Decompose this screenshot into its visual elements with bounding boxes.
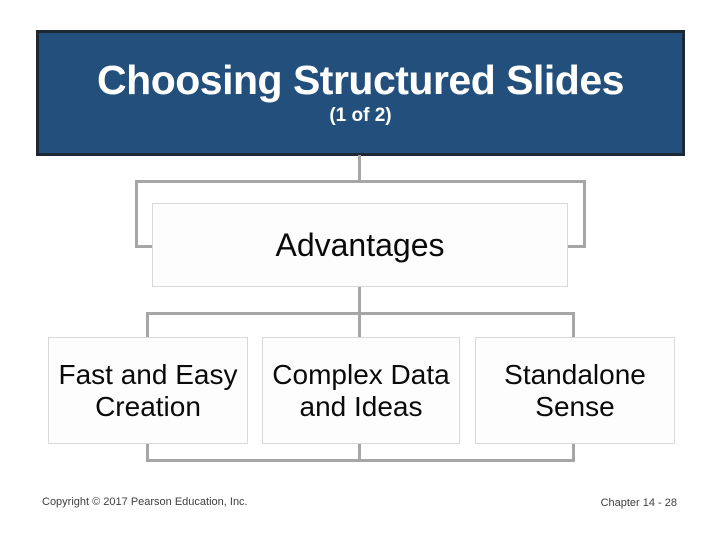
connector-bottom-rail bbox=[146, 459, 575, 462]
footer-chapter-page: Chapter 14 - 28 bbox=[600, 497, 677, 509]
slide-title-banner: Choosing Structured Slides (1 of 2) bbox=[36, 30, 685, 156]
diagram-node-label: Advantages bbox=[275, 226, 445, 263]
connector-bottom-child3-drop bbox=[572, 444, 575, 462]
connector-bottom-child2-drop bbox=[358, 444, 361, 462]
connector-root-drop bbox=[358, 287, 361, 315]
connector-top-bracket-left-vertical bbox=[135, 180, 138, 248]
slide-subtitle: (1 of 2) bbox=[329, 105, 392, 127]
connector-top-bracket-left-stub bbox=[135, 245, 153, 248]
diagram-node-complex-data-ideas[interactable]: Complex Data and Ideas bbox=[262, 337, 460, 444]
connector-child3-drop bbox=[572, 312, 575, 337]
connector-child2-drop bbox=[358, 312, 361, 337]
connector-banner-drop bbox=[358, 155, 361, 183]
connector-child1-drop bbox=[146, 312, 149, 337]
footer-copyright: Copyright © 2017 Pearson Education, Inc. bbox=[42, 496, 248, 508]
diagram-node-standalone-sense[interactable]: Standalone Sense bbox=[475, 337, 675, 444]
slide-title: Choosing Structured Slides bbox=[97, 56, 624, 103]
diagram-node-label: Complex Data and Ideas bbox=[272, 359, 450, 422]
connector-bottom-child1-drop bbox=[146, 444, 149, 462]
diagram-node-label: Fast and Easy Creation bbox=[58, 359, 238, 422]
diagram-node-fast-easy-creation[interactable]: Fast and Easy Creation bbox=[48, 337, 248, 444]
connector-top-bracket-right-vertical bbox=[583, 180, 586, 248]
diagram-node-advantages[interactable]: Advantages bbox=[152, 203, 568, 287]
connector-top-bracket-horizontal bbox=[135, 180, 586, 183]
diagram-node-label: Standalone Sense bbox=[504, 359, 646, 422]
connector-top-bracket-right-stub bbox=[568, 245, 586, 248]
